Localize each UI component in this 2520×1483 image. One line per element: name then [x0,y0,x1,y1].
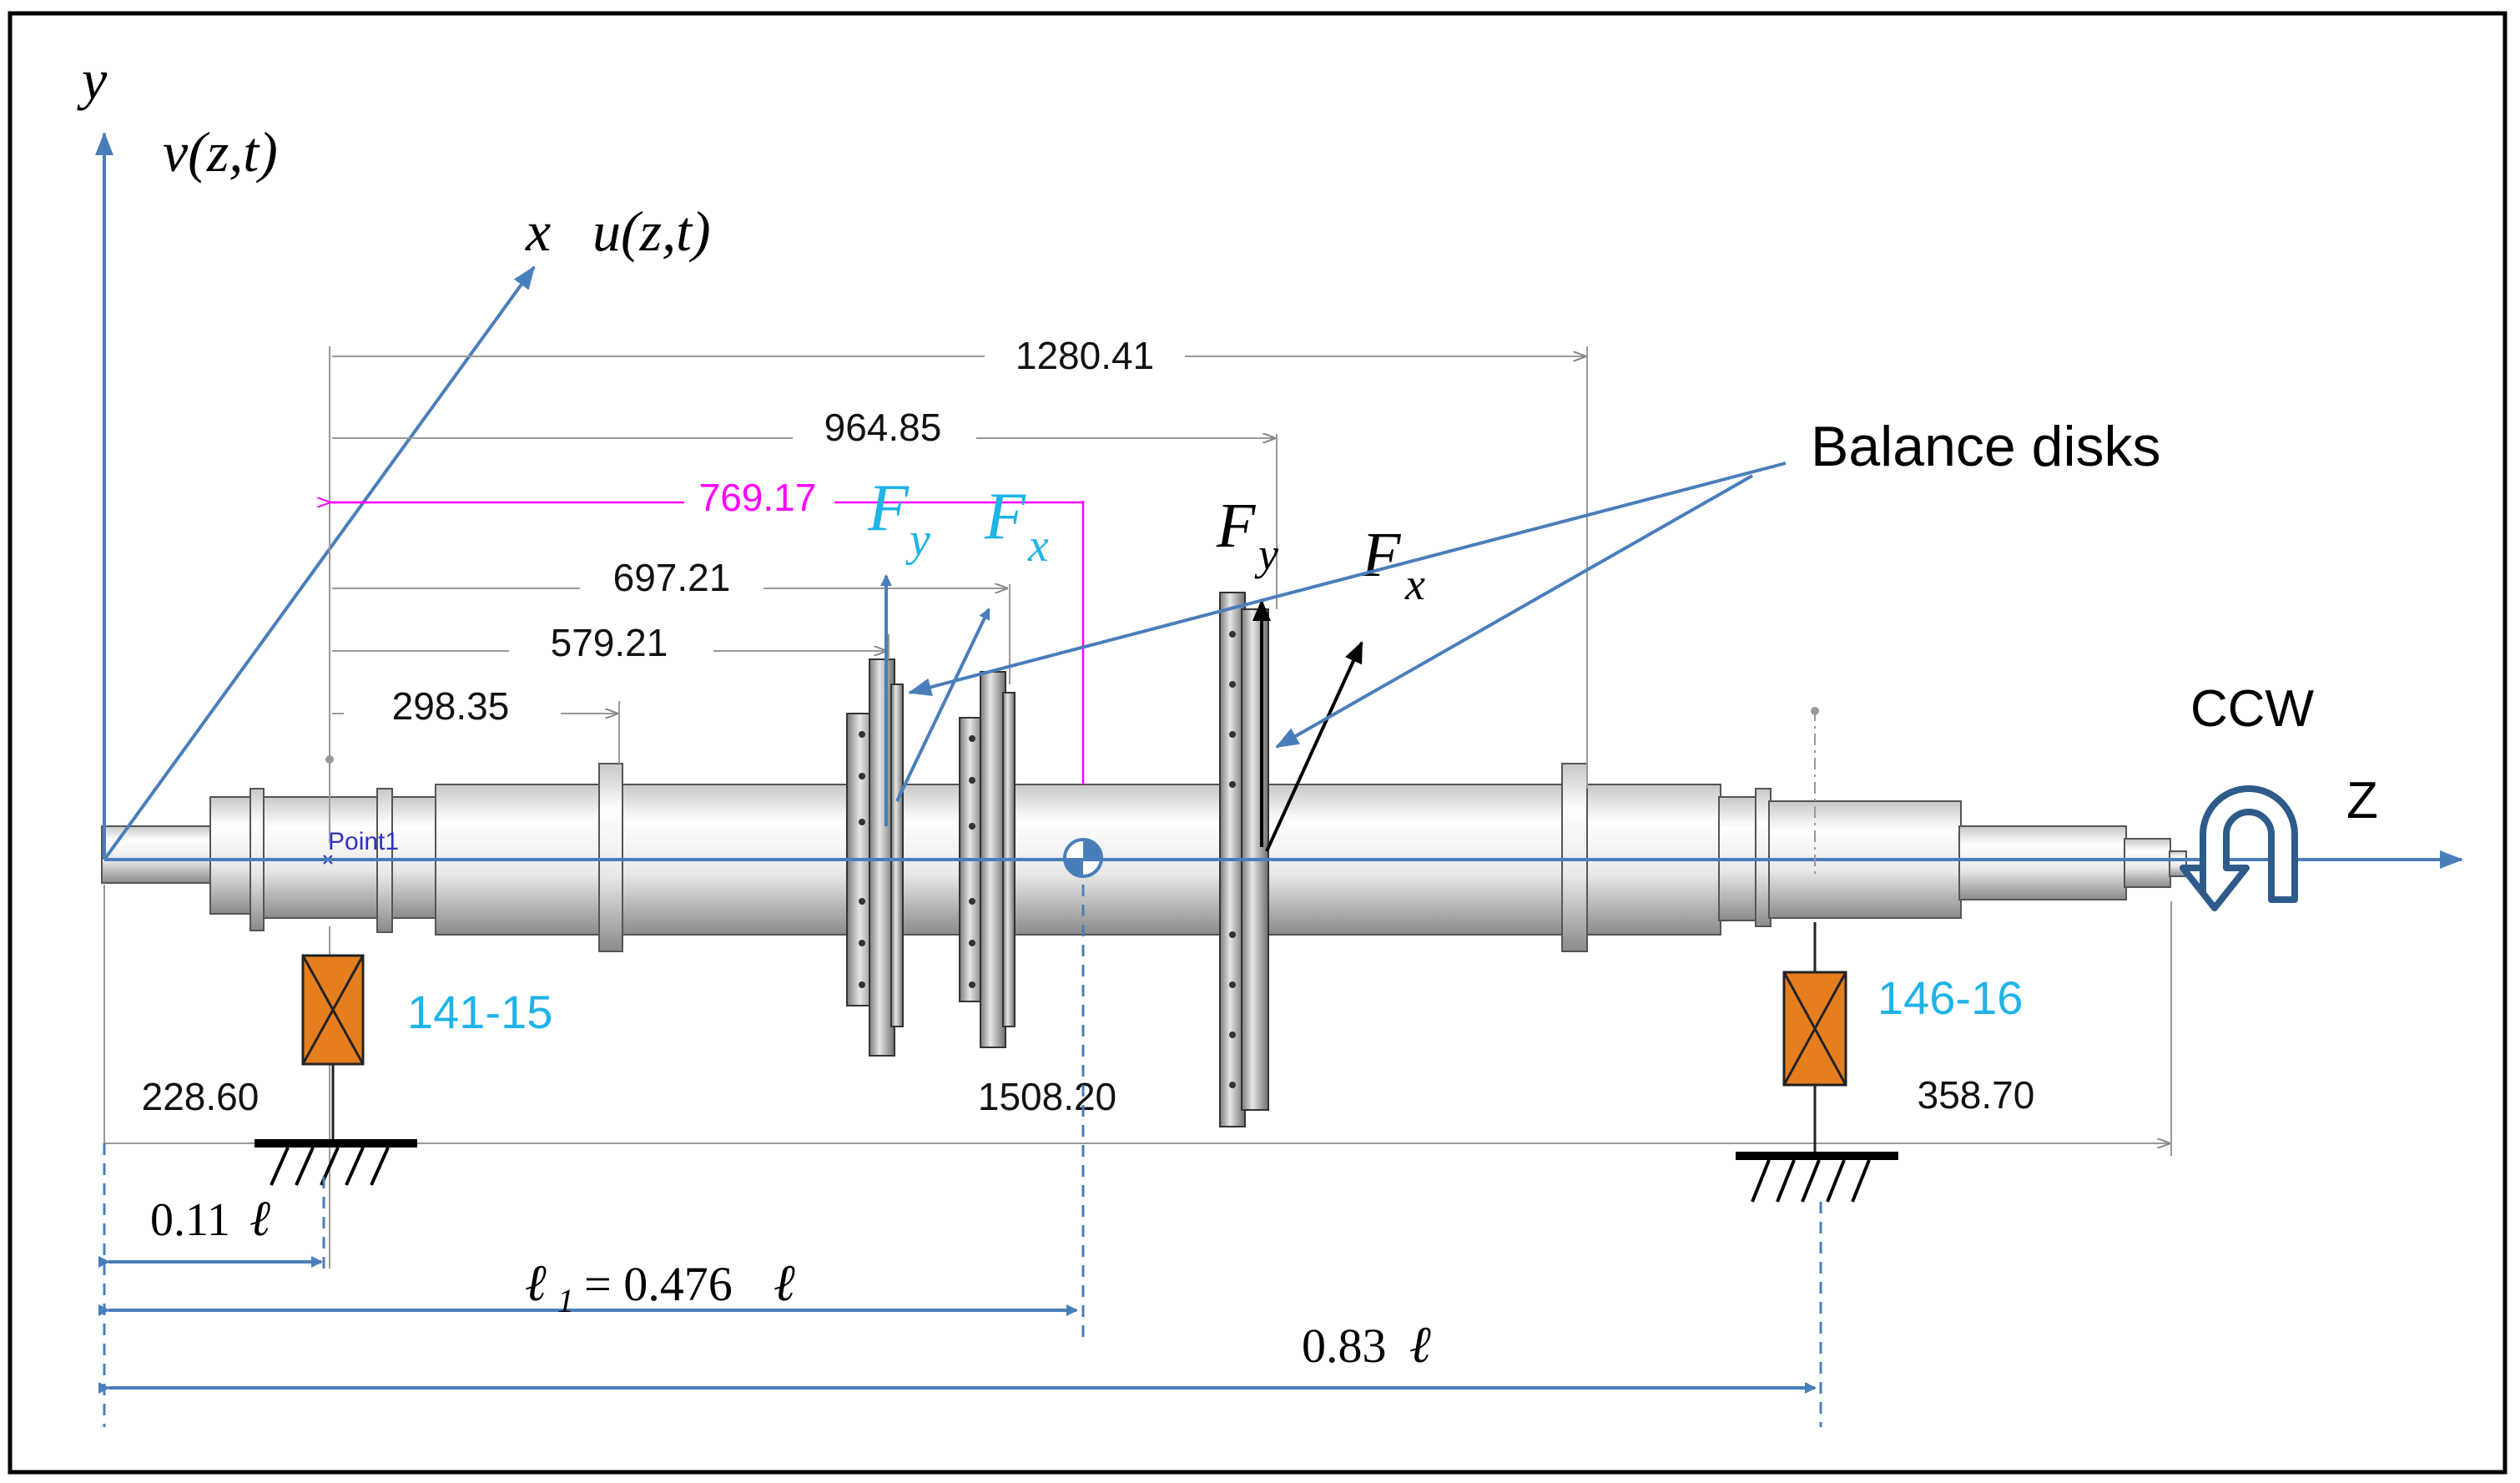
balance-disk-1 [846,658,904,1057]
force-fx-1-sub: x [1027,520,1049,572]
force-fx-2-arrow [1265,641,1363,852]
fraction-extension-lines [103,885,1822,1427]
outer-frame [8,11,2507,1475]
bearing-right-label: 146-16 [1877,971,2023,1024]
ccw-rotation-arrow [2180,785,2298,911]
dim-1280: 1280.41 [1016,334,1154,377]
force-fx-1-arrow [895,608,990,802]
fraction-083: 0.83 [1302,1319,1387,1373]
x-axis-label: x [525,199,551,263]
dimension-extension-lines [329,346,1588,843]
point1-marker: Point1 [323,828,399,865]
fraction-083-ell: ℓ [1410,1317,1433,1374]
x-axis [103,265,536,861]
dim-964: 964.85 [824,406,942,449]
force-fy-2-base: F [1216,491,1257,561]
v-displacement-label: v(z,t) [163,120,278,184]
dim-579: 579.21 [551,621,668,664]
l1-subscript: 1 [557,1282,574,1319]
dim-228: 228.60 [142,1075,260,1118]
force-fy-1-sub: y [905,514,930,566]
y-axis-label: y [77,48,108,111]
force-fx-2-base: F [1361,520,1402,590]
l1-ell: ℓ [774,1255,797,1312]
dim-358: 358.70 [1918,1073,2035,1117]
l1-symbol: ℓ [526,1255,548,1312]
bearing-right [1736,922,1898,1203]
bearing-left [255,954,417,1186]
u-displacement-label: u(z,t) [592,199,711,263]
rotor-shaft [101,763,2187,952]
balance-disks-label: Balance disks [1811,415,2161,478]
balance-disks-pointer-1 [908,462,1787,697]
dim-1508: 1508.20 [978,1075,1116,1118]
dim-769: 769.17 [699,476,817,519]
z-axis-label: Z [2346,772,2378,830]
bearing-left-label: 141-15 [407,986,552,1038]
point1-label: Point1 [328,828,399,855]
fraction-011: 0.11 [150,1194,230,1246]
dim-697: 697.21 [613,556,731,599]
force-fx-1-base: F [984,480,1026,553]
force-fy-2-sub: y [1254,529,1278,579]
force-fy-1-base: F [867,472,910,545]
l1-fraction: = 0.476 [584,1257,733,1311]
balance-disks-pointer-2 [1275,474,1753,749]
ccw-label: CCW [2190,680,2315,738]
dim-298: 298.35 [392,684,510,728]
fraction-011-ell: ℓ [250,1191,272,1246]
force-fx-2-sub: x [1404,559,1425,609]
disk-bolt-holes [859,631,1236,1088]
